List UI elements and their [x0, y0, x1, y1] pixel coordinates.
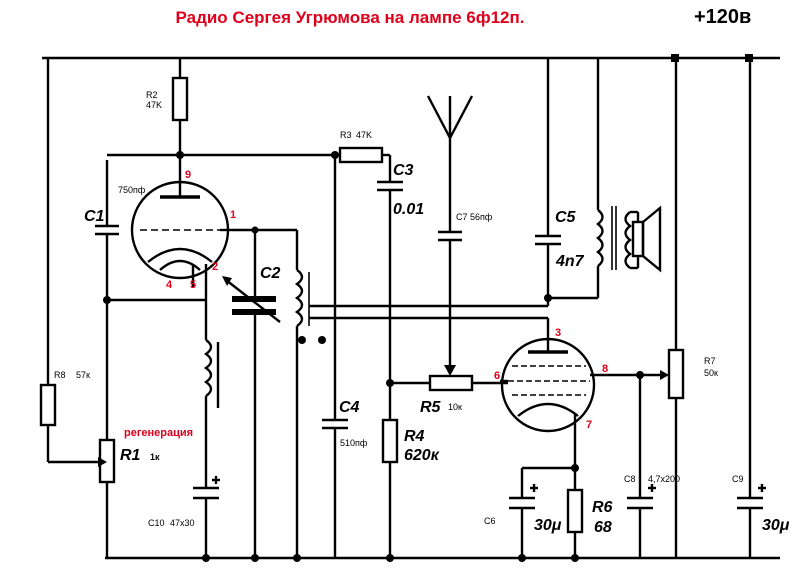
output-transformer [548, 58, 632, 300]
label-c1-name: C1 [84, 208, 105, 225]
label-r4-value: 620к [404, 447, 440, 464]
capacitor-c1 [95, 160, 119, 300]
label-c8-name: C8 [624, 474, 636, 484]
resistor-r6 [566, 468, 584, 558]
label-c8-value: 4,7x200 [648, 474, 680, 484]
resistor-r2 [171, 58, 189, 155]
label-r1-name: R1 [120, 447, 141, 464]
capacitor-c8 [627, 375, 656, 558]
label-r4-name: R4 [404, 428, 425, 445]
label-c9-value: 30μ [762, 517, 790, 534]
capacitor-c5 [535, 58, 561, 302]
pin-9: 9 [185, 169, 191, 181]
label-r5-name: R5 [420, 399, 442, 416]
label-c2-name: C2 [260, 265, 281, 282]
label-c10-name: C10 [148, 518, 165, 528]
top-rail [42, 54, 780, 62]
pin-1: 1 [230, 209, 236, 221]
r8-branch [39, 58, 107, 467]
label-c10-value: 47x30 [170, 518, 195, 528]
label-r8-name: R8 [54, 370, 66, 380]
capacitor-c9 [737, 58, 766, 558]
label-r7-name: R7 [704, 356, 716, 366]
capacitor-c7 [438, 200, 462, 376]
label-c5-value: 4n7 [555, 253, 585, 270]
resistor-r3 [335, 146, 390, 164]
tube-triode [130, 155, 232, 300]
coil-tank [255, 228, 326, 558]
label-c4-value: 510пф [340, 438, 368, 448]
capacitor-c4 [322, 155, 348, 558]
label-r3-value: 47K [356, 130, 372, 140]
coupling-link [309, 298, 550, 330]
label-r7-value: 50к [704, 368, 718, 378]
label-r6-value: 68 [594, 519, 612, 536]
label-r6-name: R6 [592, 499, 613, 516]
pin-8: 8 [602, 363, 608, 375]
resistor-r5 [386, 374, 508, 392]
label-r8-value: 57к [76, 370, 90, 380]
label-r2-name: R2 [146, 90, 158, 100]
label-r5-value: 10к [448, 402, 462, 412]
capacitor-c3 [377, 155, 403, 383]
capacitor-c6 [509, 468, 538, 558]
label-r2-value: 47K [146, 100, 162, 110]
pin-7: 7 [586, 419, 592, 431]
choke-l1 [203, 300, 220, 488]
resistor-r8 [39, 383, 57, 427]
label-c6-value: 30μ [534, 517, 562, 534]
pin-3: 3 [555, 327, 561, 339]
ground-junctions [202, 554, 579, 562]
pin-4: 4 [166, 279, 173, 291]
speaker-icon [630, 205, 662, 273]
resistor-r7 [636, 58, 685, 558]
supply-voltage-label: +120в [694, 6, 752, 28]
capacitor-c2-variable [222, 226, 281, 558]
label-c3-name: C3 [393, 162, 414, 179]
page-title: Радио Сергея Угрюмова на лампе 6ф12п. [175, 8, 525, 27]
label-r1-note: регенерация [124, 427, 193, 439]
resistor-r4 [381, 383, 399, 558]
label-r1-value: 1к [150, 452, 160, 462]
label-c4-name: C4 [339, 399, 360, 416]
label-c5-name: C5 [555, 209, 577, 226]
pin-2: 2 [212, 261, 218, 273]
label-c3-value: 0.01 [393, 201, 424, 218]
label-c1-value: 750пф [118, 185, 146, 195]
capacitor-c10 [193, 476, 220, 558]
label-r3-name: R3 [340, 130, 352, 140]
tube-pentode [500, 330, 640, 468]
antenna-icon [426, 95, 474, 200]
label-c6-name: C6 [484, 516, 496, 526]
label-c7-name: C7 [456, 212, 468, 222]
label-c7-value: 56пф [470, 212, 493, 222]
label-c9-name: C9 [732, 474, 744, 484]
pin-5: 5 [190, 279, 196, 291]
resistor-r1 [98, 300, 116, 558]
pin-6: 6 [494, 370, 500, 382]
